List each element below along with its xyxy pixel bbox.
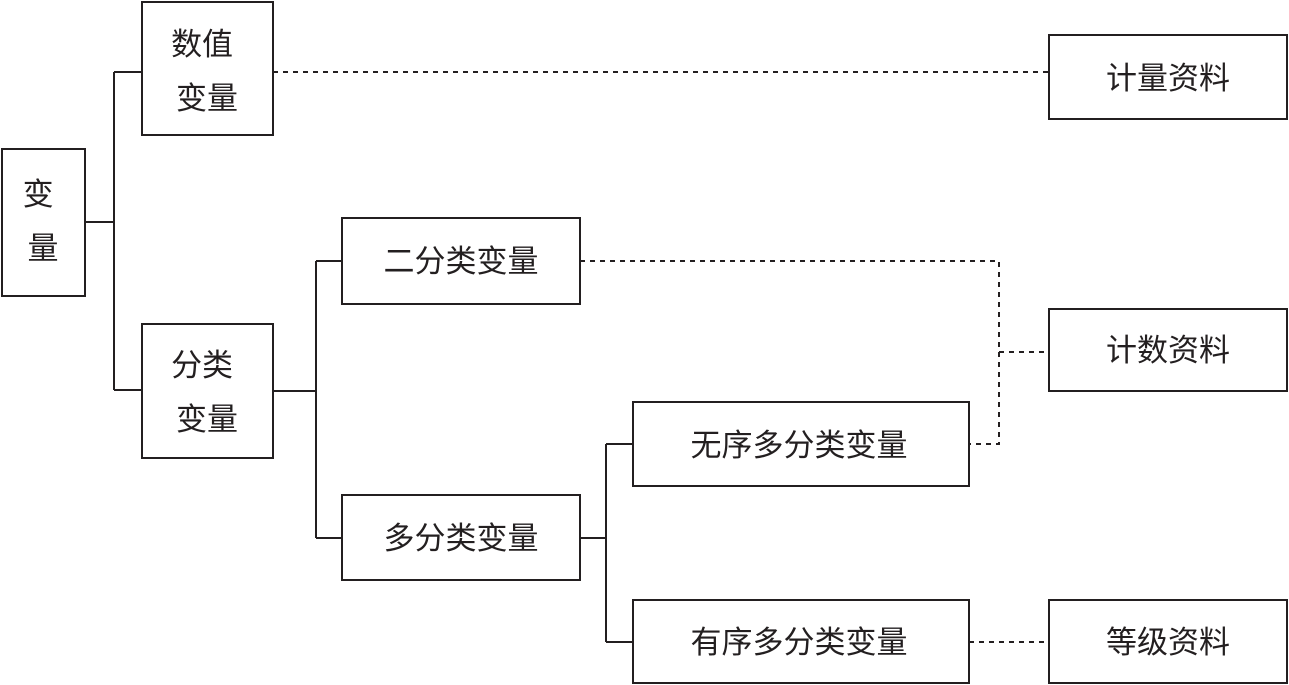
node-count-data-label: 计数资料	[1106, 333, 1230, 369]
node-numeric-variable: 数值 变量	[141, 1, 274, 136]
node-count-data: 计数资料	[1048, 308, 1288, 392]
node-variable-label: 变 量	[23, 177, 64, 267]
node-ordered-multi-category: 有序多分类变量	[632, 599, 970, 684]
connector-multi-category-split	[580, 443, 633, 643]
node-multi-category-variable-label: 多分类变量	[384, 521, 539, 557]
node-ranked-data: 等级资料	[1048, 599, 1288, 684]
node-ranked-data-label: 等级资料	[1106, 625, 1230, 661]
mapping-connectors	[273, 71, 1049, 643]
tree-connectors	[85, 71, 633, 643]
connector-variable-split	[85, 71, 142, 391]
node-measurement-data: 计量资料	[1048, 34, 1288, 120]
node-multi-category-variable: 多分类变量	[341, 494, 581, 581]
node-ordered-multi-category-label: 有序多分类变量	[691, 625, 908, 661]
node-unordered-multi-category-label: 无序多分类变量	[691, 428, 908, 464]
node-binary-variable-label: 二分类变量	[384, 244, 539, 280]
node-categorical-variable-label: 分类 变量	[171, 348, 243, 438]
node-categorical-variable: 分类 变量	[141, 323, 274, 459]
node-unordered-multi-category: 无序多分类变量	[632, 401, 970, 487]
node-variable: 变 量	[1, 148, 86, 297]
node-binary-variable: 二分类变量	[341, 217, 581, 305]
node-numeric-variable-label: 数值 变量	[171, 27, 243, 117]
node-measurement-data-label: 计量资料	[1106, 61, 1230, 97]
connector-categorical-split	[273, 260, 342, 539]
